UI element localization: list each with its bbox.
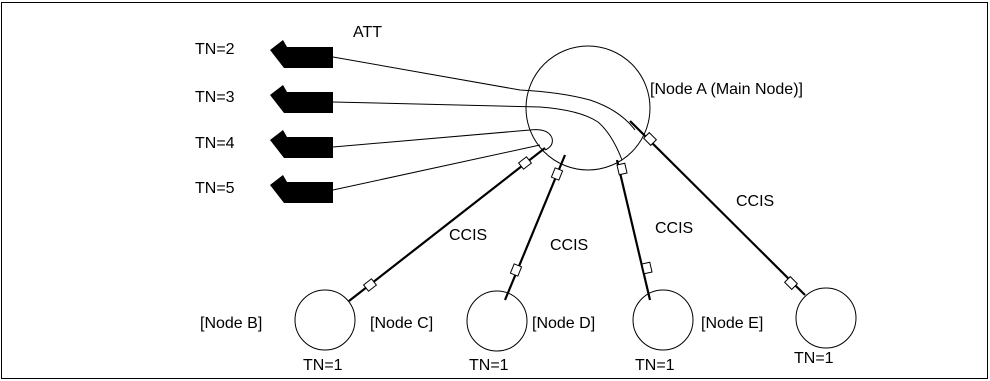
- ccis-trunks: [348, 120, 806, 302]
- att-lines: [332, 56, 636, 191]
- ccis-trunk-d: [615, 159, 652, 301]
- ccis-trunk-c: [503, 154, 567, 301]
- connector-d-bottom: [641, 261, 653, 275]
- main-node-circle: [525, 45, 651, 171]
- node-d-label: [Node D]: [532, 315, 595, 332]
- terminal-icons: [270, 40, 333, 203]
- node-c-label: [Node C]: [370, 315, 433, 332]
- node-d-tn: TN=1: [635, 357, 675, 374]
- terminal-label-tn3: TN=3: [195, 89, 235, 106]
- ccis-trunk-e: [629, 120, 806, 296]
- ccis-trunk-b: [348, 147, 546, 302]
- main-node-label: [Node A (Main Node)]: [650, 81, 803, 98]
- ccis-label-b: CCIS: [449, 227, 487, 244]
- connector-c-top: [550, 167, 564, 181]
- att-line-tn2: [332, 56, 636, 131]
- trunk-connectors: [362, 131, 799, 292]
- connector-e-top: [642, 131, 658, 147]
- terminal-tn2-icon: [270, 40, 333, 68]
- node-b-tn: TN=1: [303, 357, 343, 374]
- terminal-label-tn5: TN=5: [195, 180, 235, 197]
- att-label: ATT: [353, 24, 382, 41]
- att-line-tn5: [332, 144, 541, 191]
- att-line-tn3: [332, 101, 623, 161]
- connector-e-bottom: [783, 275, 799, 291]
- att-line-tn4: [332, 129, 553, 151]
- connector-d-top: [616, 162, 628, 176]
- node-b-circle: [294, 289, 356, 351]
- node-c-circle: [466, 290, 528, 352]
- terminal-label-tn4: TN=4: [195, 135, 235, 152]
- connector-b-bottom: [362, 278, 378, 292]
- connector-c-bottom: [509, 263, 523, 277]
- node-d-circle: [632, 289, 694, 351]
- subordinate-nodes: [294, 287, 857, 352]
- ccis-label-c: CCIS: [550, 237, 588, 254]
- ccis-label-e: CCIS: [736, 193, 774, 210]
- node-e-circle: [795, 287, 857, 349]
- terminal-tn4-icon: [270, 130, 333, 158]
- terminal-tn5-icon: [270, 175, 333, 203]
- ccis-label-d: CCIS: [655, 220, 693, 237]
- node-b-label: [Node B]: [200, 315, 262, 332]
- terminal-tn3-icon: [270, 85, 333, 113]
- node-e-tn: TN=1: [794, 350, 834, 367]
- node-c-tn: TN=1: [469, 357, 509, 374]
- node-e-label: [Node E]: [701, 315, 763, 332]
- connector-b-top: [517, 156, 533, 170]
- terminal-label-tn2: TN=2: [195, 41, 235, 58]
